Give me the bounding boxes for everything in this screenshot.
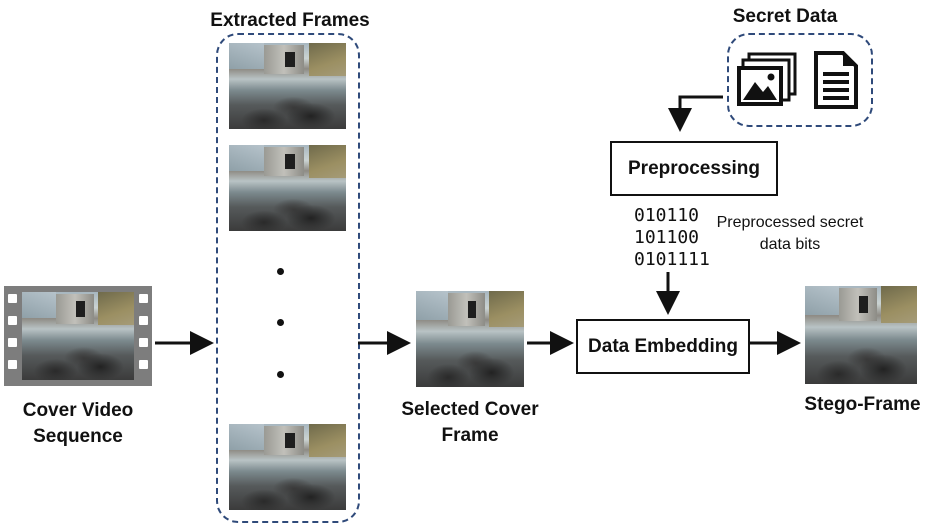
secret-data-container bbox=[727, 33, 873, 127]
bits-row-2: 101100 bbox=[634, 227, 700, 248]
film-strip-icon bbox=[4, 286, 152, 386]
selected-cover-frame bbox=[416, 291, 524, 387]
image-icon bbox=[735, 52, 799, 108]
binary-bits: 010110 101100 0101111 bbox=[634, 205, 710, 271]
cover-video-label-line1: Cover Video bbox=[22, 400, 134, 421]
bits-row-3: 0101111 bbox=[634, 249, 710, 270]
selected-cover-label-line1: Selected Cover bbox=[401, 399, 539, 420]
extracted-frame-2 bbox=[229, 145, 346, 231]
preprocessed-bits-label: Preprocessed secret data bits bbox=[704, 212, 876, 256]
extracted-frame-1 bbox=[229, 43, 346, 129]
extracted-frames-container bbox=[216, 33, 360, 523]
arrow-secret-to-preprocessing bbox=[668, 95, 723, 132]
selected-cover-label-line2: Frame bbox=[441, 425, 499, 446]
ellipsis-dot-2 bbox=[277, 319, 284, 326]
preprocessed-label-line2: data bits bbox=[759, 236, 821, 253]
document-icon bbox=[813, 50, 859, 110]
cover-video-label-line2: Sequence bbox=[33, 426, 123, 447]
extracted-frames-title: Extracted Frames bbox=[210, 10, 370, 31]
ellipsis-dot-1 bbox=[277, 268, 284, 275]
data-embedding-box: Data Embedding bbox=[576, 319, 750, 374]
extracted-frame-last bbox=[229, 424, 346, 510]
stego-frame-image bbox=[805, 286, 917, 384]
preprocessing-box: Preprocessing bbox=[610, 141, 778, 196]
ellipsis-dot-3 bbox=[277, 371, 284, 378]
secret-data-title: Secret Data bbox=[732, 6, 838, 27]
stego-frame-label: Stego-Frame bbox=[804, 394, 921, 415]
preprocessed-label-line1: Preprocessed secret bbox=[716, 214, 864, 231]
bits-row-1: 010110 bbox=[634, 205, 700, 226]
cover-video-frame bbox=[22, 292, 134, 380]
